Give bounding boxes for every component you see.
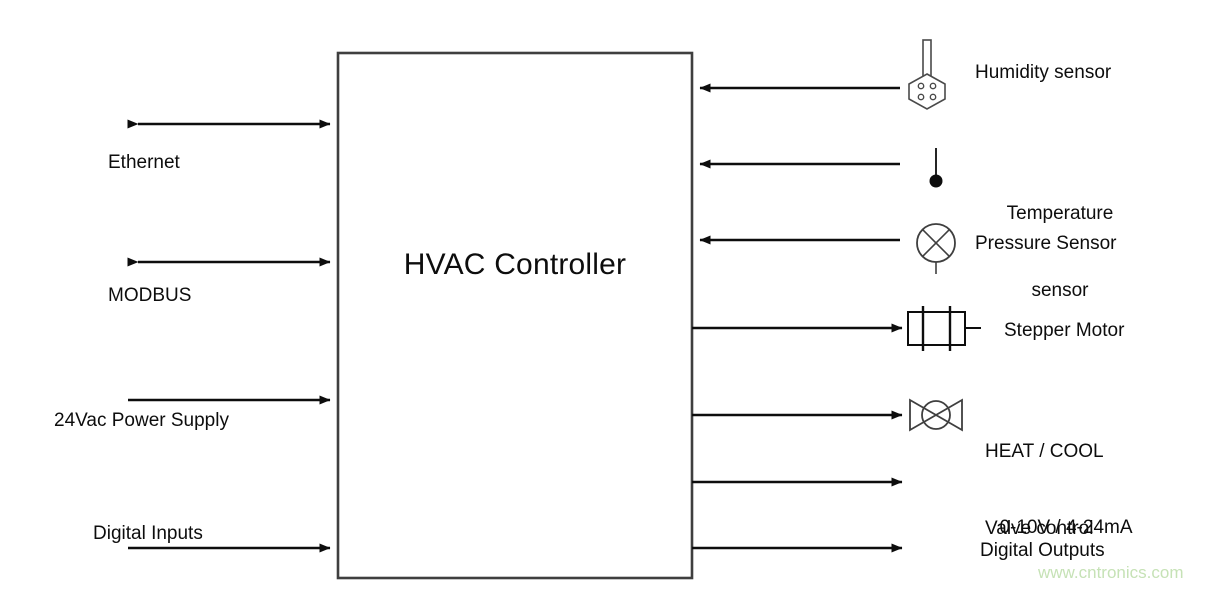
page-title: HVAC Controller bbox=[403, 248, 627, 281]
label-temperature-sensor-line2: sensor bbox=[1031, 280, 1089, 302]
label-power-supply: 24Vac Power Supply bbox=[54, 410, 229, 431]
label-digital-inputs: Digital Inputs bbox=[93, 523, 203, 544]
valve-icon[interactable] bbox=[909, 398, 963, 432]
label-ethernet: Ethernet bbox=[108, 152, 180, 173]
label-humidity-sensor: Humidity sensor bbox=[975, 62, 1112, 83]
label-analog-output: 0-10V / 4-24mA Output bbox=[981, 464, 1151, 589]
label-heat-cool-valve-line1: HEAT / COOL bbox=[985, 441, 1104, 463]
label-stepper-motor: Stepper Motor bbox=[1004, 320, 1125, 341]
label-heat-cool-valve-line2: Valve control bbox=[985, 518, 1094, 540]
label-pressure-sensor: Pressure Sensor bbox=[975, 233, 1117, 254]
humidity-sensor-icon[interactable] bbox=[908, 39, 946, 110]
label-temperature-sensor-line1: Temperature bbox=[1006, 203, 1114, 225]
hvac-controller-block[interactable] bbox=[336, 51, 694, 580]
stepper-motor-icon[interactable] bbox=[907, 306, 981, 351]
label-digital-outputs: Digital Outputs bbox=[980, 540, 1105, 561]
label-modbus: MODBUS bbox=[108, 285, 192, 306]
watermark: www.cntronics.com bbox=[1038, 563, 1184, 582]
label-heat-cool-valve: HEAT / COOL Valve control bbox=[985, 388, 1104, 589]
label-analog-output-line1: 0-10V / 4-24mA bbox=[999, 517, 1133, 539]
label-temperature-sensor: Temperature sensor bbox=[975, 150, 1145, 355]
pressure-sensor-icon[interactable] bbox=[916, 223, 956, 274]
temperature-sensor-icon[interactable] bbox=[929, 148, 943, 188]
